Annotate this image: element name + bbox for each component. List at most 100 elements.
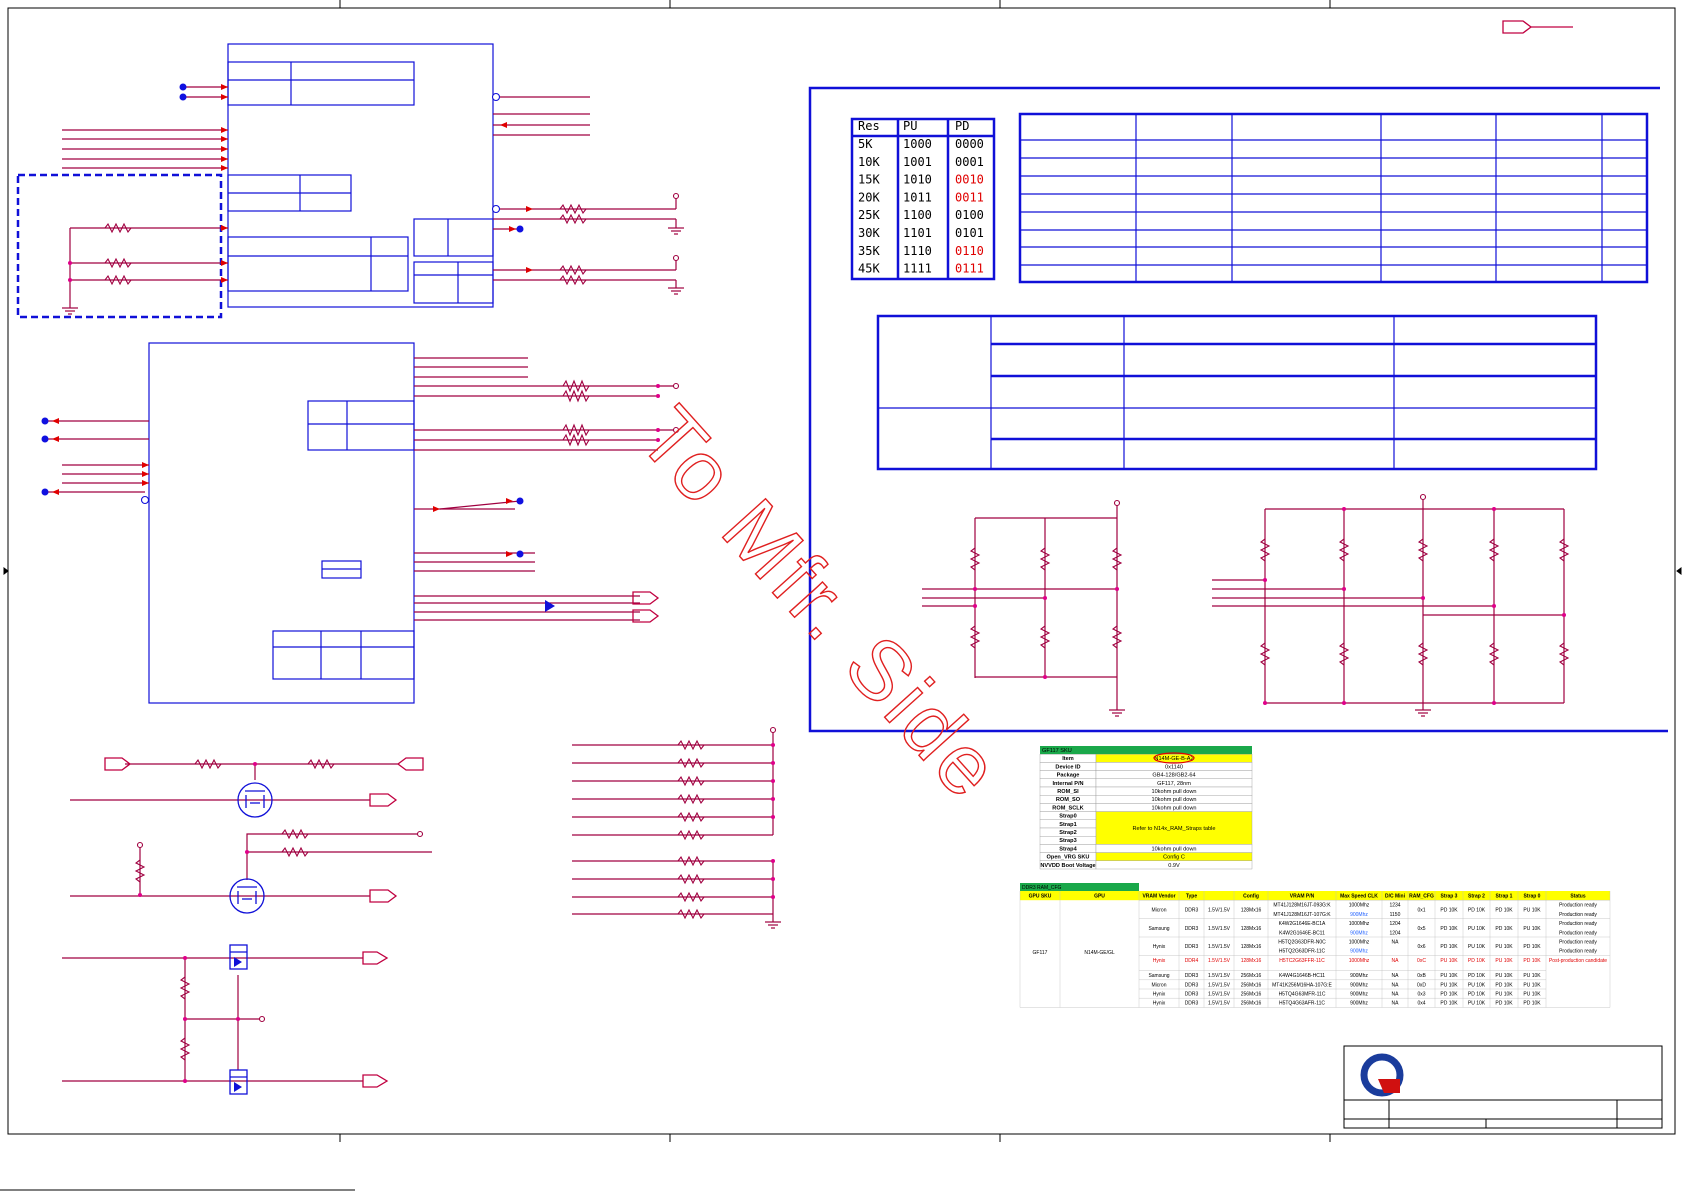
ram-pn: K4W2G1646E-BC11 [1279, 930, 1325, 936]
ram-header: VRAM Vendor [1142, 894, 1175, 900]
sku-value: 0.9V [1168, 863, 1180, 869]
ram-cfg: 0xC [1417, 958, 1426, 964]
strap-table-pd: 0110 [955, 244, 984, 258]
strap-table-header: PU [903, 119, 917, 133]
ram-strap: PU 10K [1523, 926, 1541, 932]
ram-pn: H5TQ4G63MFR-11C [1279, 992, 1326, 998]
strap-table-header: PD [955, 119, 969, 133]
sku-label: Strap4 [1059, 846, 1077, 852]
sku-title: GF117 SKU [1042, 748, 1072, 754]
ram-strap: PD 10K [1440, 926, 1458, 932]
strap-table-res: 25K [858, 208, 880, 222]
strap-config-grids [878, 114, 1647, 469]
ram-header: VRAM P/N [1290, 894, 1315, 900]
pin-markers [68, 261, 1566, 1083]
ram-type: DDR3 [1185, 992, 1199, 998]
gpu-block-lower [148, 342, 415, 704]
ram-pn: H5TC2G63FFR-11C [1279, 958, 1325, 964]
ram-volt: 1.5V/1.5V [1208, 944, 1231, 950]
sku-strap-note: Refer to N14x_RAM_Straps table [1132, 826, 1215, 832]
ram-strap: PD 10K [1495, 1001, 1513, 1007]
mosfet-symbols [229, 782, 273, 1095]
diode-symbols [234, 600, 555, 1092]
ram-strap: PD 10K [1468, 907, 1486, 913]
dashed-option-box [16, 173, 223, 319]
strap-table-pd: 0011 [955, 190, 984, 204]
sku-value: N14M-GE-B-A2 [1154, 756, 1193, 762]
ram-clk: 900Mhz [1350, 949, 1368, 955]
ram-header: Strap 3 [1441, 894, 1458, 900]
ram-pn: H5TQ2G63DFR-11C [1279, 949, 1326, 955]
sku-value: 10kohm pull down [1151, 805, 1196, 811]
ram-dc: 1150 [1390, 912, 1401, 918]
ram-volt: 1.5V/1.5V [1208, 992, 1231, 998]
ram-clk: 1000Mhz [1349, 921, 1370, 927]
ram-type: DDR3 [1185, 944, 1199, 950]
strap-config-frame [808, 86, 1668, 733]
sku-value: 10kohm pull down [1151, 846, 1196, 852]
ram-status: Production ready [1559, 930, 1597, 936]
ram-config: 128Mx16 [1241, 958, 1262, 964]
ram-strap: PD 10K [1495, 926, 1513, 932]
ram-cfg: 0x1 [1417, 907, 1425, 913]
ram-config: 128Mx16 [1241, 907, 1262, 913]
ram-vendor: Hynix [1153, 1001, 1166, 1007]
ram-vendor: Hynix [1153, 992, 1166, 998]
ram-pn: H5TQ2G63DFR-N0C [1278, 940, 1326, 946]
ram-clk: 1000Mhz [1349, 903, 1370, 909]
ram-header: Max Speed CLK [1340, 894, 1378, 900]
sku-strap-label: Strap0 [1059, 814, 1076, 820]
sku-value: GF117, 28nm [1157, 781, 1191, 787]
ram-clk: 900Mhz [1350, 982, 1368, 988]
ram-strap: PU 10K [1523, 982, 1541, 988]
ram-dc: NA [1392, 940, 1400, 946]
ram-dc: 1234 [1389, 903, 1400, 909]
sku-value-cell [1095, 860, 1253, 870]
ram-strap: PU 10K [1468, 1001, 1486, 1007]
ram-header: GPU SKU [1029, 894, 1052, 900]
ram-vendor: Samsung [1148, 973, 1169, 979]
sku-label: Internal P/N [1052, 781, 1083, 787]
resistor-symbols [104, 203, 1570, 1061]
title-block [1343, 1045, 1663, 1129]
sku-value: GB4-128/GB2-64 [1152, 773, 1195, 779]
strap-table-pd: 0101 [955, 226, 984, 240]
ram-strap: PU 10K [1495, 973, 1513, 979]
junction-dots [41, 83, 524, 558]
sku-strap-label: Strap3 [1059, 838, 1076, 844]
ram-volt: 1.5V/1.5V [1208, 926, 1231, 932]
ram-volt: 1.5V/1.5V [1208, 973, 1231, 979]
signal-arrows [52, 84, 533, 557]
ram-clk: 900Mhz [1350, 973, 1368, 979]
ram-strap: PU 10K [1523, 907, 1541, 913]
ram-strap: PU 10K [1440, 958, 1458, 964]
ram-status: Post-production candidate [1549, 958, 1607, 964]
strap-table-res: 20K [858, 190, 880, 204]
ram-header: Status [1570, 894, 1586, 900]
ram-strap: PU 10K [1523, 973, 1541, 979]
ram-config: 256Mx16 [1241, 1001, 1262, 1007]
ram-header: GPU [1094, 894, 1105, 900]
ram-strap: PD 10K [1468, 958, 1486, 964]
ram-clk: 900Mhz [1350, 930, 1368, 936]
strap-table-pu: 1011 [903, 190, 932, 204]
ram-clk: 900Mhz [1350, 912, 1368, 918]
ram-config: 256Mx16 [1241, 982, 1262, 988]
strap-table-pu: 1001 [903, 155, 932, 169]
offpage-connector-top [1502, 20, 1573, 34]
strap-table-res: 30K [858, 226, 880, 240]
ram-cfg: 0x3 [1417, 992, 1425, 998]
strap-table-pu: 1000 [903, 137, 932, 151]
ram-cfg: 0x6 [1417, 944, 1425, 950]
ram-strap: PU 10K [1495, 958, 1513, 964]
strap-table-pd: 0111 [955, 262, 984, 276]
ram-type: DDR3 [1185, 907, 1199, 913]
sku-label: Package [1057, 773, 1080, 779]
ram-dc: 1204 [1389, 930, 1400, 936]
sku-value: Config C [1163, 855, 1185, 861]
ram-pn: MT41J128M16JT-107G:K [1273, 912, 1331, 918]
ram-title-bar [1020, 883, 1139, 891]
ram-strap: PD 10K [1523, 958, 1541, 964]
